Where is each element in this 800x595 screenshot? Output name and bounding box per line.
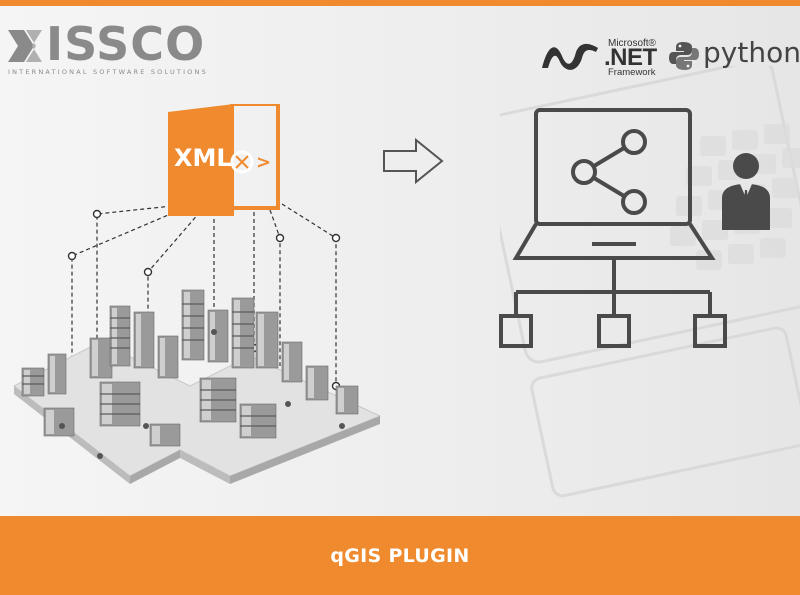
issco-logo: ISSCO INTERNATIONAL SOFTWARE SOLUTIONS <box>6 18 206 80</box>
issco-logo-icon <box>8 30 42 62</box>
dotnet-logo-icon <box>542 43 598 70</box>
footer-bar: qGIS PLUGIN <box>0 516 800 595</box>
businessman-icon <box>722 153 770 230</box>
net-brand-label: Microsoft® <box>608 38 656 49</box>
footer-title: qGIS PLUGIN <box>330 544 470 567</box>
python-logo: python <box>668 36 800 72</box>
share-icon <box>571 129 647 215</box>
net-name-label: .NET <box>604 44 657 71</box>
xml-file-icon: > <box>168 104 280 216</box>
arrow-right-icon <box>383 137 444 185</box>
laptop-share-icon <box>499 108 727 348</box>
xml-file: > XML <box>168 104 280 216</box>
logo-wordmark: ISSCO <box>46 17 206 71</box>
top-accent-bar <box>0 0 800 6</box>
xml-label: XML <box>174 144 232 172</box>
python-logo-icon <box>669 42 699 70</box>
python-wordmark: python <box>703 36 800 69</box>
isometric-city-icon <box>13 289 382 484</box>
illustration <box>13 108 770 484</box>
logo-tagline: INTERNATIONAL SOFTWARE SOLUTIONS <box>8 68 208 76</box>
net-sub-label: Framework <box>608 67 656 78</box>
dotnet-logo: Microsoft® .NET Framework <box>538 34 662 78</box>
banner-canvas: ISSCO INTERNATIONAL SOFTWARE SOLUTIONS M… <box>0 6 800 516</box>
svg-text:>: > <box>256 152 271 173</box>
